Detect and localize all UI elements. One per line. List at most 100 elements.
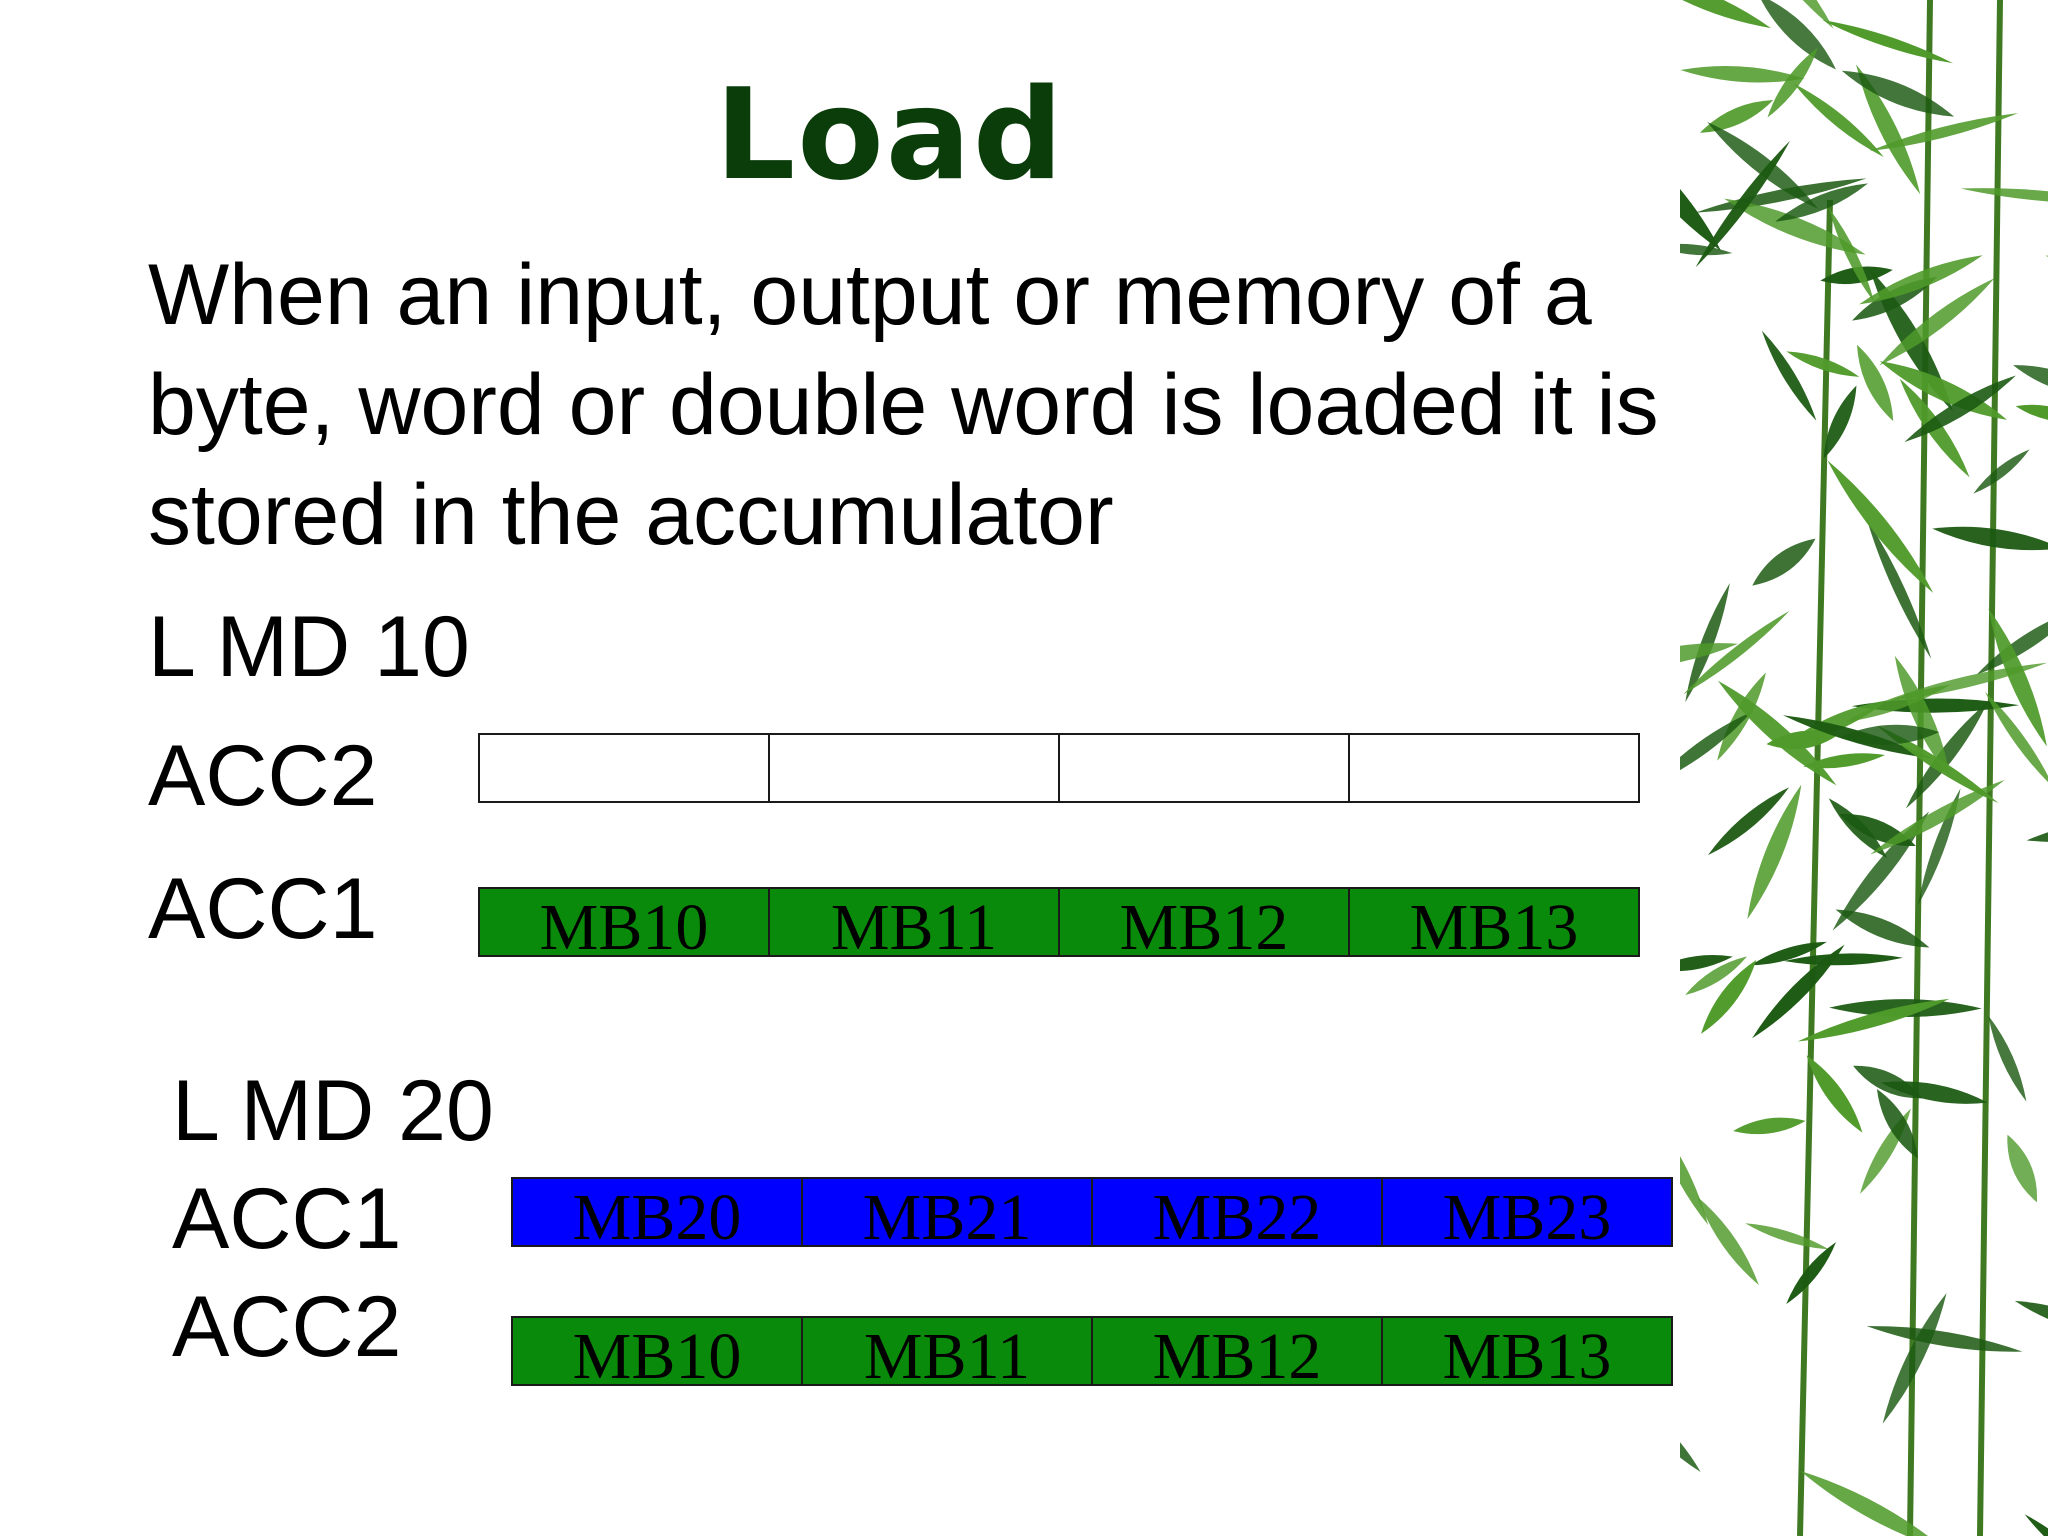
bamboo-leaf [1835, 909, 1930, 948]
bamboo-leaf [1905, 701, 1988, 809]
acc2-byte-3: MB12 [1093, 1318, 1383, 1384]
bamboo-leaf [1839, 724, 1940, 745]
acc2-register-2: MB10 MB11 MB12 MB13 [511, 1316, 1673, 1386]
bamboo-leaf [1853, 1065, 1923, 1099]
bamboo-leaf [1707, 122, 1819, 209]
acc1-byte-1: MB20 [513, 1179, 803, 1245]
bamboo-leaf [1870, 779, 2005, 855]
bamboo-leaf [1683, 610, 1790, 695]
acc2-label-1: ACC2 [148, 728, 378, 824]
acc2-byte-1: MB10 [513, 1318, 803, 1384]
acc1-byte-3: MB12 [1060, 889, 1350, 955]
acc1-byte-2: MB21 [803, 1179, 1093, 1245]
bamboo-leaf [1761, 330, 1817, 421]
description-text: When an input, output or memory of a byt… [148, 247, 1659, 563]
bamboo-stem [1797, 199, 1833, 1536]
bamboo-leaf [1845, 684, 1951, 722]
instruction-2: L MD 20 [172, 1063, 494, 1159]
acc1-byte-3: MB22 [1093, 1179, 1383, 1245]
bamboo-leaf [1806, 1055, 1863, 1133]
bamboo-leaf [1752, 538, 1816, 586]
bamboo-leaf [1988, 1015, 2027, 1102]
bamboo-leaf [1767, 47, 1818, 118]
bamboo-leaf [1866, 1326, 2023, 1352]
bamboo-leaf [1783, 953, 1903, 966]
bamboo-leaf [1680, 1396, 1701, 1472]
bamboo-leaf [1823, 385, 1857, 459]
acc2-byte-3 [1060, 735, 1350, 801]
bamboo-leaf [1859, 255, 1983, 305]
bamboo-leaf [1680, 643, 1738, 668]
bamboo-leaf [1697, 1196, 1759, 1286]
bamboo-leaf [1828, 798, 1888, 859]
bamboo-leaf [1828, 207, 1875, 303]
bamboo-leaf [1882, 1292, 1947, 1424]
bamboo-stem [1907, 0, 1933, 1536]
bamboo-leaf [1960, 188, 2048, 204]
bamboo-leaf [1973, 449, 2030, 494]
bamboo-leaf [1876, 1088, 1919, 1159]
bamboo-stem [1977, 0, 2003, 1536]
bamboo-leaf [2013, 365, 2048, 397]
bamboo-leaf [1707, 787, 1789, 856]
bamboo-leaf [1876, 725, 1999, 804]
bamboo-leaf [1680, 0, 1771, 29]
acc1-label-2: ACC1 [172, 1171, 402, 1267]
bamboo-leaf [1827, 460, 1934, 593]
bamboo-leaf [1685, 583, 1730, 703]
bamboo-leaf [1775, 183, 1868, 222]
slide-title: Load [714, 61, 1066, 208]
bamboo-leaf [1733, 1117, 1806, 1135]
bamboo-leaf [1793, 83, 1884, 158]
acc1-byte-1: MB10 [480, 889, 770, 955]
bamboo-leaf [1856, 344, 1894, 422]
bamboo-leaf [1717, 680, 1837, 786]
bamboo-leaf [1856, 64, 1921, 195]
bamboo-leaf [1866, 518, 1932, 659]
bamboo-leaf [2007, 1134, 2037, 1203]
bamboo-leaf [2026, 818, 2048, 843]
bamboo-leaves-image [1680, 0, 2048, 1536]
bamboo-leaf [1680, 955, 1733, 972]
bamboo-leaf [1750, 941, 1827, 966]
bamboo-leaf [1699, 100, 1774, 133]
acc1-byte-2: MB11 [770, 889, 1060, 955]
bamboo-leaf [1758, 0, 1837, 70]
bamboo-leaf [1869, 113, 2019, 152]
bamboo-leaf [2045, 254, 2048, 271]
bamboo-leaf [1752, 944, 1845, 1039]
acc1-byte-4: MB13 [1409, 891, 1579, 956]
bamboo-leaf [1786, 351, 1860, 377]
acc2-label-2: ACC2 [172, 1279, 402, 1375]
bamboo-leaf [2014, 1300, 2048, 1338]
acc2-byte-4: MB13 [1442, 1320, 1612, 1385]
acc2-byte-1 [480, 735, 770, 801]
bamboo-leaf [1803, 753, 1886, 769]
bamboo-leaf [1700, 959, 1757, 1034]
acc2-register-1 [478, 733, 1640, 803]
bamboo-leaf [1904, 375, 2016, 443]
acc2-byte-2 [770, 735, 1060, 801]
bamboo-leaf [1879, 278, 1995, 366]
bamboo-leaf [2024, 1514, 2048, 1536]
bamboo-leaf [1985, 691, 2048, 789]
bamboo-leaf [1680, 128, 1721, 251]
acc2-byte-4 [1350, 735, 1638, 801]
bamboo-leaf [1822, 20, 1953, 64]
bamboo-leaf [1797, 998, 1950, 1042]
bamboo-leaf [1745, 1223, 1830, 1250]
acc1-register-2: MB20 MB21 MB22 MB23 [511, 1177, 1673, 1247]
bamboo-leaf [1680, 711, 1752, 785]
bamboo-leaf [1747, 784, 1802, 920]
bamboo-leaf [1680, 243, 1733, 256]
bamboo-leaf [2015, 404, 2048, 423]
bamboo-leaf [1782, 700, 1888, 747]
acc1-byte-4: MB23 [1442, 1181, 1612, 1246]
bamboo-leaf [1685, 956, 1748, 995]
bamboo-leaf [1932, 526, 2048, 551]
instruction-1: L MD 10 [148, 599, 470, 695]
bamboo-leaf [1988, 608, 2047, 747]
bamboo-leaf [1680, 1116, 1709, 1225]
bamboo-leaf [1800, 1470, 1947, 1536]
